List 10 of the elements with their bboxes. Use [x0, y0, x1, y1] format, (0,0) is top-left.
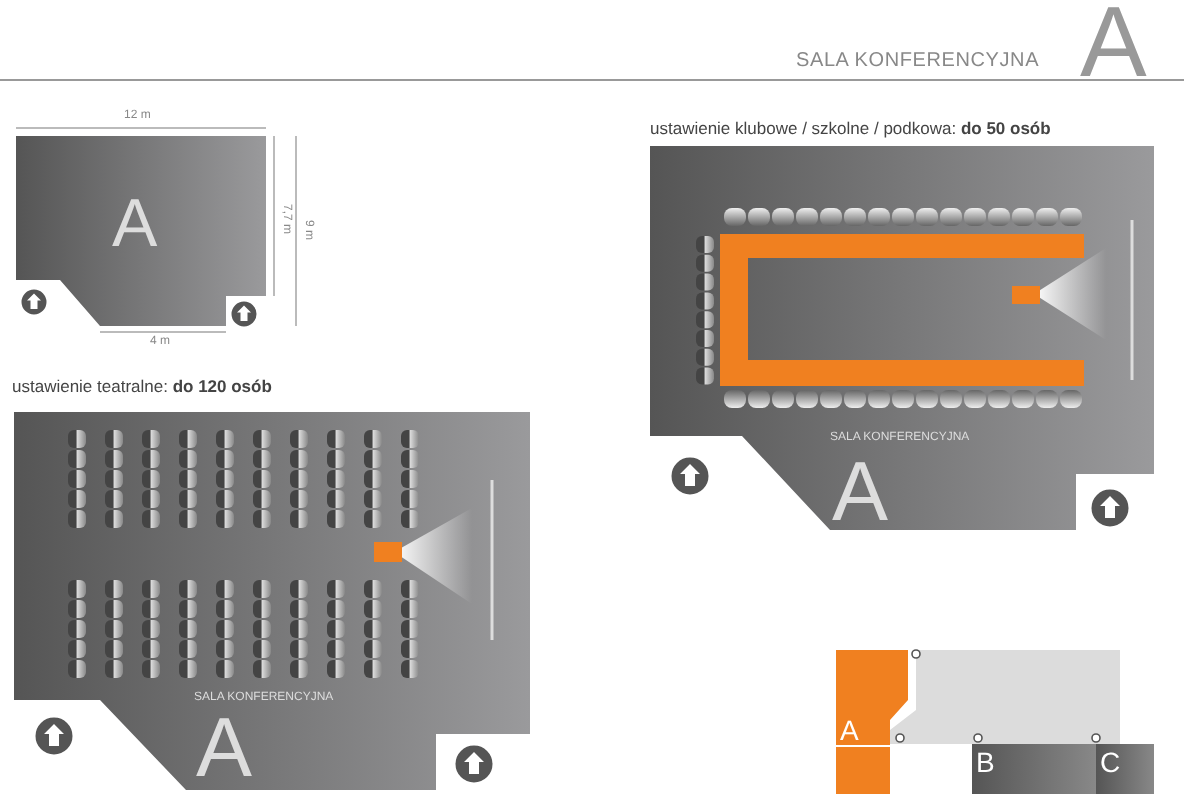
- key-plan-letter: B: [976, 748, 995, 776]
- key-plan-letter: A: [840, 716, 859, 744]
- room-letter: A: [1080, 0, 1147, 92]
- section-heading: ustawienie klubowe / szkolne / podkowa: do 50 osób: [650, 120, 1051, 137]
- section-heading: ustawienie teatralne: do 120 osób: [12, 378, 272, 395]
- room-letter: A: [196, 706, 253, 790]
- key-plan-letter: C: [1100, 748, 1121, 776]
- room-letter: A: [832, 450, 889, 534]
- room-letter: A: [112, 190, 158, 258]
- page-title: SALA KONFERENCYJNA: [796, 52, 1040, 72]
